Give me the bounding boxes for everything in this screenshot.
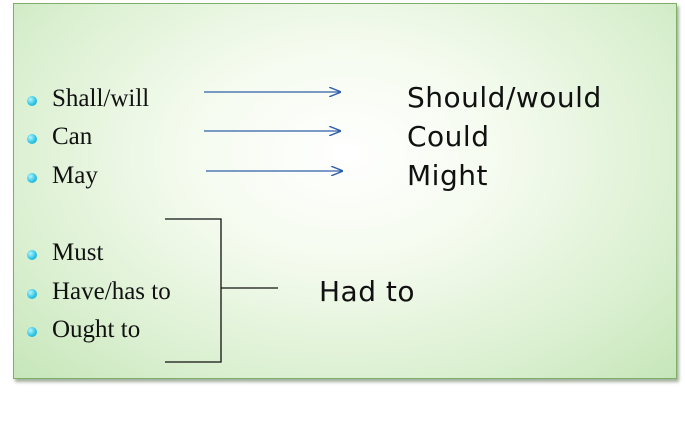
item-have-has-to: Have/has to [52,278,171,305]
bullet-must [27,250,37,260]
bullet-shall-will [27,96,37,106]
bullet-have-has-to [27,289,37,299]
content-card [13,3,677,379]
result-could: Could [407,120,490,153]
item-must: Must [52,239,104,266]
bullet-ought-to [27,327,37,337]
item-can: Can [52,123,93,150]
item-ought-to: Ought to [52,316,141,343]
bullet-can [27,134,37,144]
grouping-bracket [165,218,222,363]
result-had-to: Had to [319,275,415,308]
item-may: May [52,162,98,189]
result-might: Might [407,159,488,192]
item-shall-will: Shall/will [52,85,150,112]
result-should-would: Should/would [407,81,602,114]
bullet-may [27,173,37,183]
